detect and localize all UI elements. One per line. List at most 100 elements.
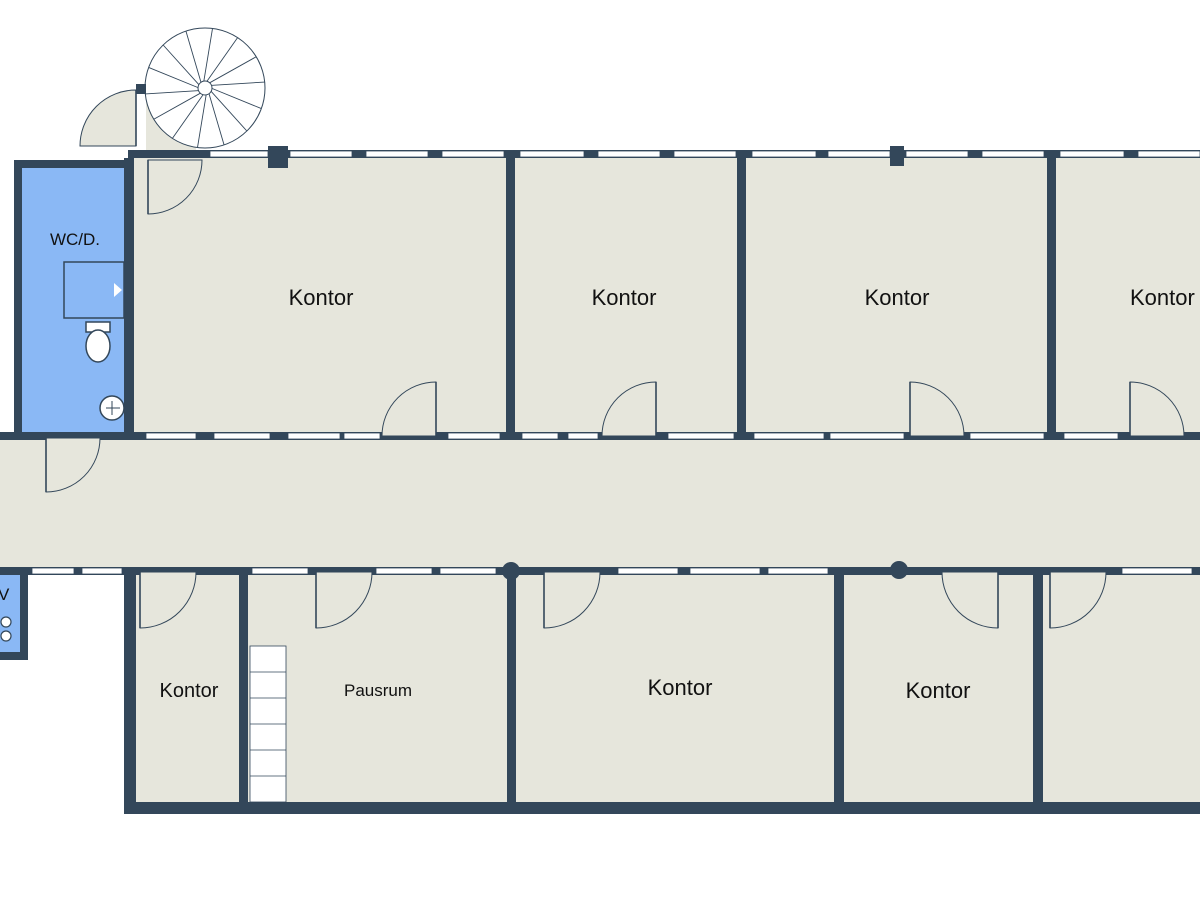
wall-partition-bottom-1 (239, 570, 248, 806)
room-label-office-top-3: Kontor (865, 285, 930, 310)
door-office-top-2-swing (601, 381, 657, 437)
wall-corridor-north (0, 432, 1200, 440)
window-8 (751, 150, 817, 158)
floor-office-top-4 (1052, 158, 1200, 438)
door-wc (45, 437, 101, 493)
window-28 (251, 567, 309, 575)
window-1 (209, 150, 269, 158)
floor-areas (0, 90, 1200, 806)
wall-wc-top (14, 160, 134, 168)
window-20 (567, 432, 599, 440)
door-office-top-2 (601, 381, 657, 437)
spiral-step-3 (208, 92, 225, 146)
wall-bottom-exterior (124, 802, 1200, 814)
window-9 (827, 150, 891, 158)
door-office-bottom-4 (1049, 571, 1107, 629)
window-3 (365, 150, 429, 158)
wall-wc-right (124, 158, 134, 438)
floor-wc (20, 166, 128, 438)
window-5 (519, 150, 585, 158)
room-label-office-bottom-3: Kontor (906, 678, 971, 703)
window-26 (31, 567, 75, 575)
sink-icon (99, 395, 125, 421)
wall-partition-top-3 (1047, 152, 1056, 438)
room-label-office-top-4: Kontor (1130, 285, 1195, 310)
spiral-core (197, 80, 213, 96)
wall-top-exterior (128, 150, 1200, 158)
door-exterior-swing (79, 89, 137, 147)
window-23 (829, 432, 905, 440)
wall-corridor-south (0, 567, 1200, 575)
wall-partition-bottom-2 (507, 570, 516, 806)
column-round-2 (890, 561, 908, 579)
spiral-step-2 (210, 90, 248, 132)
window-33 (767, 567, 829, 575)
room-label-edge-partial: V (0, 585, 10, 604)
door-break-room (315, 571, 373, 629)
doors (45, 89, 1185, 629)
wall-wc-left (14, 160, 22, 438)
door-exterior (79, 89, 137, 147)
door-stair-landing (147, 159, 203, 215)
spiral-staircase-icon (144, 27, 266, 149)
straight-stairs-icon (249, 645, 287, 803)
spiral-step-14 (210, 81, 265, 86)
window-15 (213, 432, 271, 440)
walls (0, 84, 1200, 814)
window-24 (969, 432, 1045, 440)
spiral-step-4 (197, 93, 207, 148)
window-4 (441, 150, 505, 158)
door-office-bottom-1 (139, 571, 197, 629)
door-break-room-swing (315, 571, 373, 629)
door-office-top-1-swing (381, 381, 437, 437)
window-6 (597, 150, 661, 158)
wall-partition-bottom-3 (834, 570, 844, 806)
shower-arrow (114, 283, 122, 297)
shower-icon (63, 261, 125, 319)
window-16 (287, 432, 341, 440)
door-office-bottom-3-swing (941, 571, 999, 629)
fixtures (0, 261, 287, 803)
door-office-bottom-2-swing (543, 571, 601, 629)
room-label-office-top-1: Kontor (289, 285, 354, 310)
floor-office-top-1 (128, 158, 510, 438)
door-office-bottom-3 (941, 571, 999, 629)
window-2 (289, 150, 353, 158)
washing-machine-icon (0, 616, 12, 642)
door-office-bottom-2 (543, 571, 601, 629)
window-25 (1063, 432, 1119, 440)
wall-stair-landing-left (136, 84, 146, 94)
window-11 (981, 150, 1045, 158)
room-label-office-bottom-1: Kontor (160, 680, 219, 702)
room-label-office-top-2: Kontor (592, 285, 657, 310)
spiral-step-8 (148, 67, 200, 89)
spiral-step-1 (210, 87, 262, 109)
door-office-top-4 (1129, 381, 1185, 437)
floor-corridor (0, 438, 1200, 570)
window-14 (145, 432, 197, 440)
floor-laundry (0, 570, 22, 658)
window-7 (673, 150, 737, 158)
window-31 (617, 567, 679, 575)
wall-laundry-bottom (0, 652, 28, 660)
spiral-step-9 (162, 44, 200, 86)
room-label-wc: WC/D. (50, 230, 100, 249)
wall-partition-bottom-4 (1033, 570, 1043, 806)
window-29 (375, 567, 433, 575)
spiral-step-12 (205, 37, 238, 83)
toilet-icon (85, 321, 111, 363)
column-round-1 (502, 562, 520, 580)
door-office-top-3-swing (909, 381, 965, 437)
floor-break-room (243, 570, 511, 806)
window-34 (1121, 567, 1193, 575)
door-office-bottom-1-swing (139, 571, 197, 629)
window-12 (1059, 150, 1125, 158)
door-office-top-3 (909, 381, 965, 437)
room-label-office-bottom-2: Kontor (648, 675, 713, 700)
door-office-bottom-4-swing (1049, 571, 1107, 629)
door-stair-landing-swing (147, 159, 203, 215)
spiral-step-6 (153, 92, 202, 120)
spiral-step-5 (172, 93, 205, 139)
window-22 (753, 432, 825, 440)
